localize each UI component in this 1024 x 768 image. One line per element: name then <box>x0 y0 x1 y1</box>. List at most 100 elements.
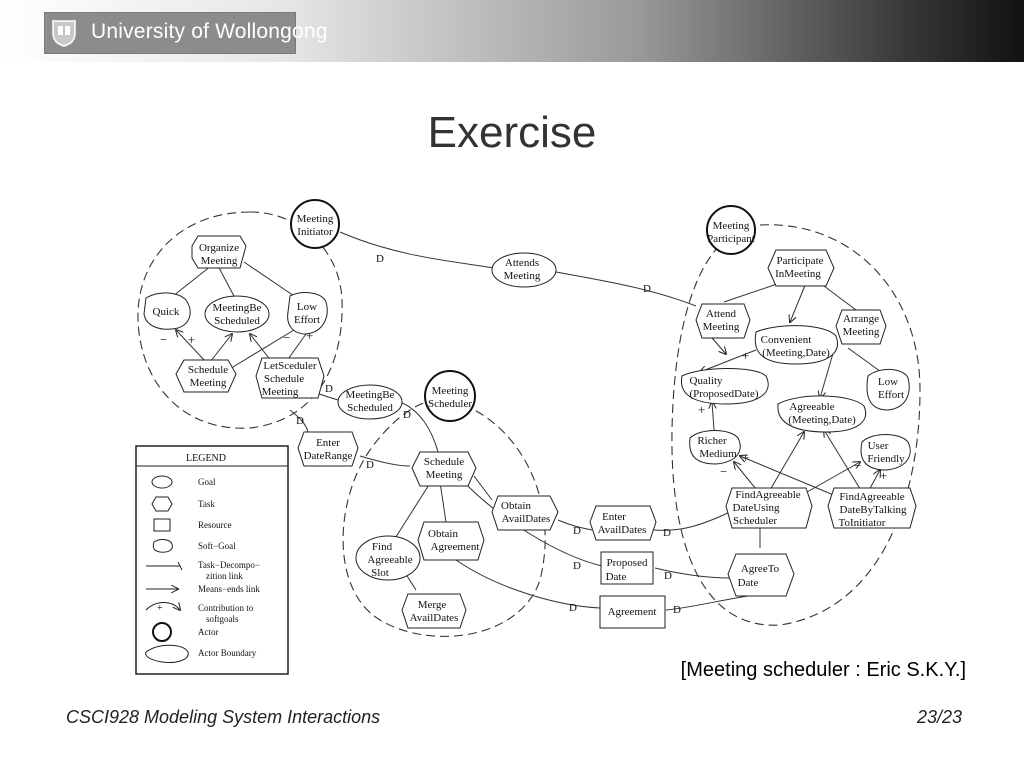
task-attend-meeting: Attend Meeting <box>695 303 751 339</box>
slide-title: Exercise <box>427 108 597 157</box>
dep-marker: D <box>573 525 581 537</box>
svg-text:Meeting: Meeting <box>297 213 334 225</box>
initiator-boundary <box>137 211 343 429</box>
softgoal-convenient: Convenient (Meeting,Date) <box>754 325 838 365</box>
svg-text:Attends: Attends <box>505 257 539 269</box>
contribution-plus: + <box>880 468 887 483</box>
svg-text:Contribution to: Contribution to <box>198 603 254 613</box>
svg-text:Slot: Slot <box>371 567 389 579</box>
dependum-enter-avail-dates: Enter AvailDates <box>589 505 657 541</box>
dep-marker: D <box>663 527 671 539</box>
svg-text:+: + <box>157 603 163 614</box>
contribution-plus: + <box>188 332 195 347</box>
svg-text:Soft−Goal: Soft−Goal <box>198 541 236 551</box>
svg-text:Organize: Organize <box>199 242 239 254</box>
page-number: 23/23 <box>916 707 962 727</box>
goal-meeting-be-scheduled: MeetingBe Scheduled <box>204 295 270 333</box>
goal-organize-meeting: Organize Meeting <box>191 235 247 269</box>
svg-text:Low: Low <box>878 376 898 388</box>
svg-text:Actor Boundary: Actor Boundary <box>198 648 257 658</box>
svg-text:Meeting: Meeting <box>843 326 880 338</box>
task-obtain-agreement: Obtain Agreement <box>417 521 485 561</box>
svg-text:Resource: Resource <box>198 520 232 530</box>
svg-text:AvailDates: AvailDates <box>598 524 647 536</box>
svg-text:Task−Decompo−: Task−Decompo− <box>198 560 260 570</box>
contribution-signs: + − − + + + + − − + <box>160 328 887 483</box>
svg-text:Agreement: Agreement <box>431 541 480 553</box>
svg-text:Means−ends link: Means−ends link <box>198 584 260 594</box>
softgoal-low-effort-participant: Low Effort <box>866 369 910 411</box>
contribution-minus: − <box>283 330 290 345</box>
softgoal-low-effort-initiator: Low Effort <box>287 292 328 335</box>
dependum-enter-date-range: Enter DateRange <box>297 431 359 467</box>
svg-text:Agreeable: Agreeable <box>789 401 834 413</box>
svg-text:AvailDates: AvailDates <box>502 513 551 525</box>
dep-marker: D <box>325 383 333 395</box>
task-schedule-meeting-initiator: Schedule Meeting <box>175 359 237 393</box>
svg-text:Convenient: Convenient <box>761 334 812 346</box>
svg-text:DateByTalking: DateByTalking <box>839 504 907 516</box>
svg-text:User: User <box>868 440 889 452</box>
legend: LEGEND Goal Task Resource Soft−Goal Task… <box>135 445 289 675</box>
task-obtain-avail-dates: Obtain AvailDates <box>491 495 559 531</box>
svg-text:(Meeting,Date): (Meeting,Date) <box>762 347 830 359</box>
svg-text:Quick: Quick <box>153 306 180 318</box>
svg-text:Proposed: Proposed <box>607 557 648 569</box>
svg-text:FindAgreeable: FindAgreeable <box>839 491 904 503</box>
svg-text:Schedule: Schedule <box>264 373 304 385</box>
svg-text:Attend: Attend <box>706 308 736 320</box>
svg-text:Enter: Enter <box>316 437 340 449</box>
university-logo: University of Wollongong <box>44 12 328 54</box>
task-find-agreeable-date-by-talking: FindAgreeable DateByTalking ToInitiator <box>827 487 917 529</box>
dep-marker: D <box>573 560 581 572</box>
goal-find-agreeable-slot: Find Agreeable Slot <box>355 535 421 581</box>
svg-text:Meeting: Meeting <box>426 469 463 481</box>
svg-text:Agreeable: Agreeable <box>367 554 412 566</box>
dep-marker: D <box>376 253 384 265</box>
dep-marker: D <box>569 602 577 614</box>
contribution-minus: − <box>854 458 861 473</box>
svg-text:Participant: Participant <box>707 233 755 245</box>
actor-meeting-participant: Meeting Participant <box>706 205 756 255</box>
svg-text:Agreement: Agreement <box>608 606 657 618</box>
participant-boundary <box>671 224 921 626</box>
softgoal-agreeable: Agreeable (Meeting,Date) <box>777 395 867 433</box>
actor-meeting-scheduler: Meeting Scheduler <box>424 370 476 422</box>
dep-marker: D <box>296 415 304 427</box>
svg-text:Meeting: Meeting <box>201 255 238 267</box>
softgoal-quick: Quick <box>143 292 191 330</box>
contribution-plus: + <box>742 450 749 465</box>
svg-text:Meeting: Meeting <box>432 385 469 397</box>
dependum-proposed-date: Proposed Date <box>600 551 654 585</box>
svg-text:Meeting: Meeting <box>703 321 740 333</box>
contribution-minus: − <box>720 464 727 479</box>
legend-task-icon <box>151 496 173 512</box>
legend-actor-icon <box>152 622 172 642</box>
svg-text:AvailDates: AvailDates <box>410 612 459 624</box>
svg-text:Meeting: Meeting <box>262 386 299 398</box>
dependum-agreement: Agreement <box>599 595 666 629</box>
svg-text:ToInitiator: ToInitiator <box>839 517 886 529</box>
svg-text:softgoals: softgoals <box>206 614 239 624</box>
svg-text:Medium: Medium <box>699 448 737 460</box>
dep-marker: D <box>664 570 672 582</box>
legend-softgoal-icon <box>152 539 173 553</box>
actor-meeting-initiator: Meeting Initiator <box>290 199 340 249</box>
dep-marker: D <box>403 409 411 421</box>
svg-text:Date: Date <box>738 577 759 589</box>
svg-text:Enter: Enter <box>602 511 626 523</box>
dependum-attends-meeting: Attends Meeting <box>491 252 557 288</box>
legend-contribution-icon <box>145 602 180 611</box>
scheduler-boundary <box>342 398 546 637</box>
task-agree-to-date: AgreeTo Date <box>727 553 795 597</box>
legend-boundary-icon <box>145 644 189 663</box>
svg-text:Actor: Actor <box>198 627 219 637</box>
softgoal-quality-proposed-date: Quality (ProposedDate) <box>680 368 769 405</box>
svg-text:Meeting: Meeting <box>713 220 750 232</box>
svg-text:InMeeting: InMeeting <box>775 268 821 280</box>
dependum-meeting-be-scheduled: MeetingBe Scheduled <box>337 384 403 420</box>
svg-text:Merge: Merge <box>418 599 447 611</box>
dep-marker: D <box>673 604 681 616</box>
task-participate-in-meeting: Participate InMeeting <box>767 249 835 287</box>
svg-text:Participate: Participate <box>776 255 823 267</box>
